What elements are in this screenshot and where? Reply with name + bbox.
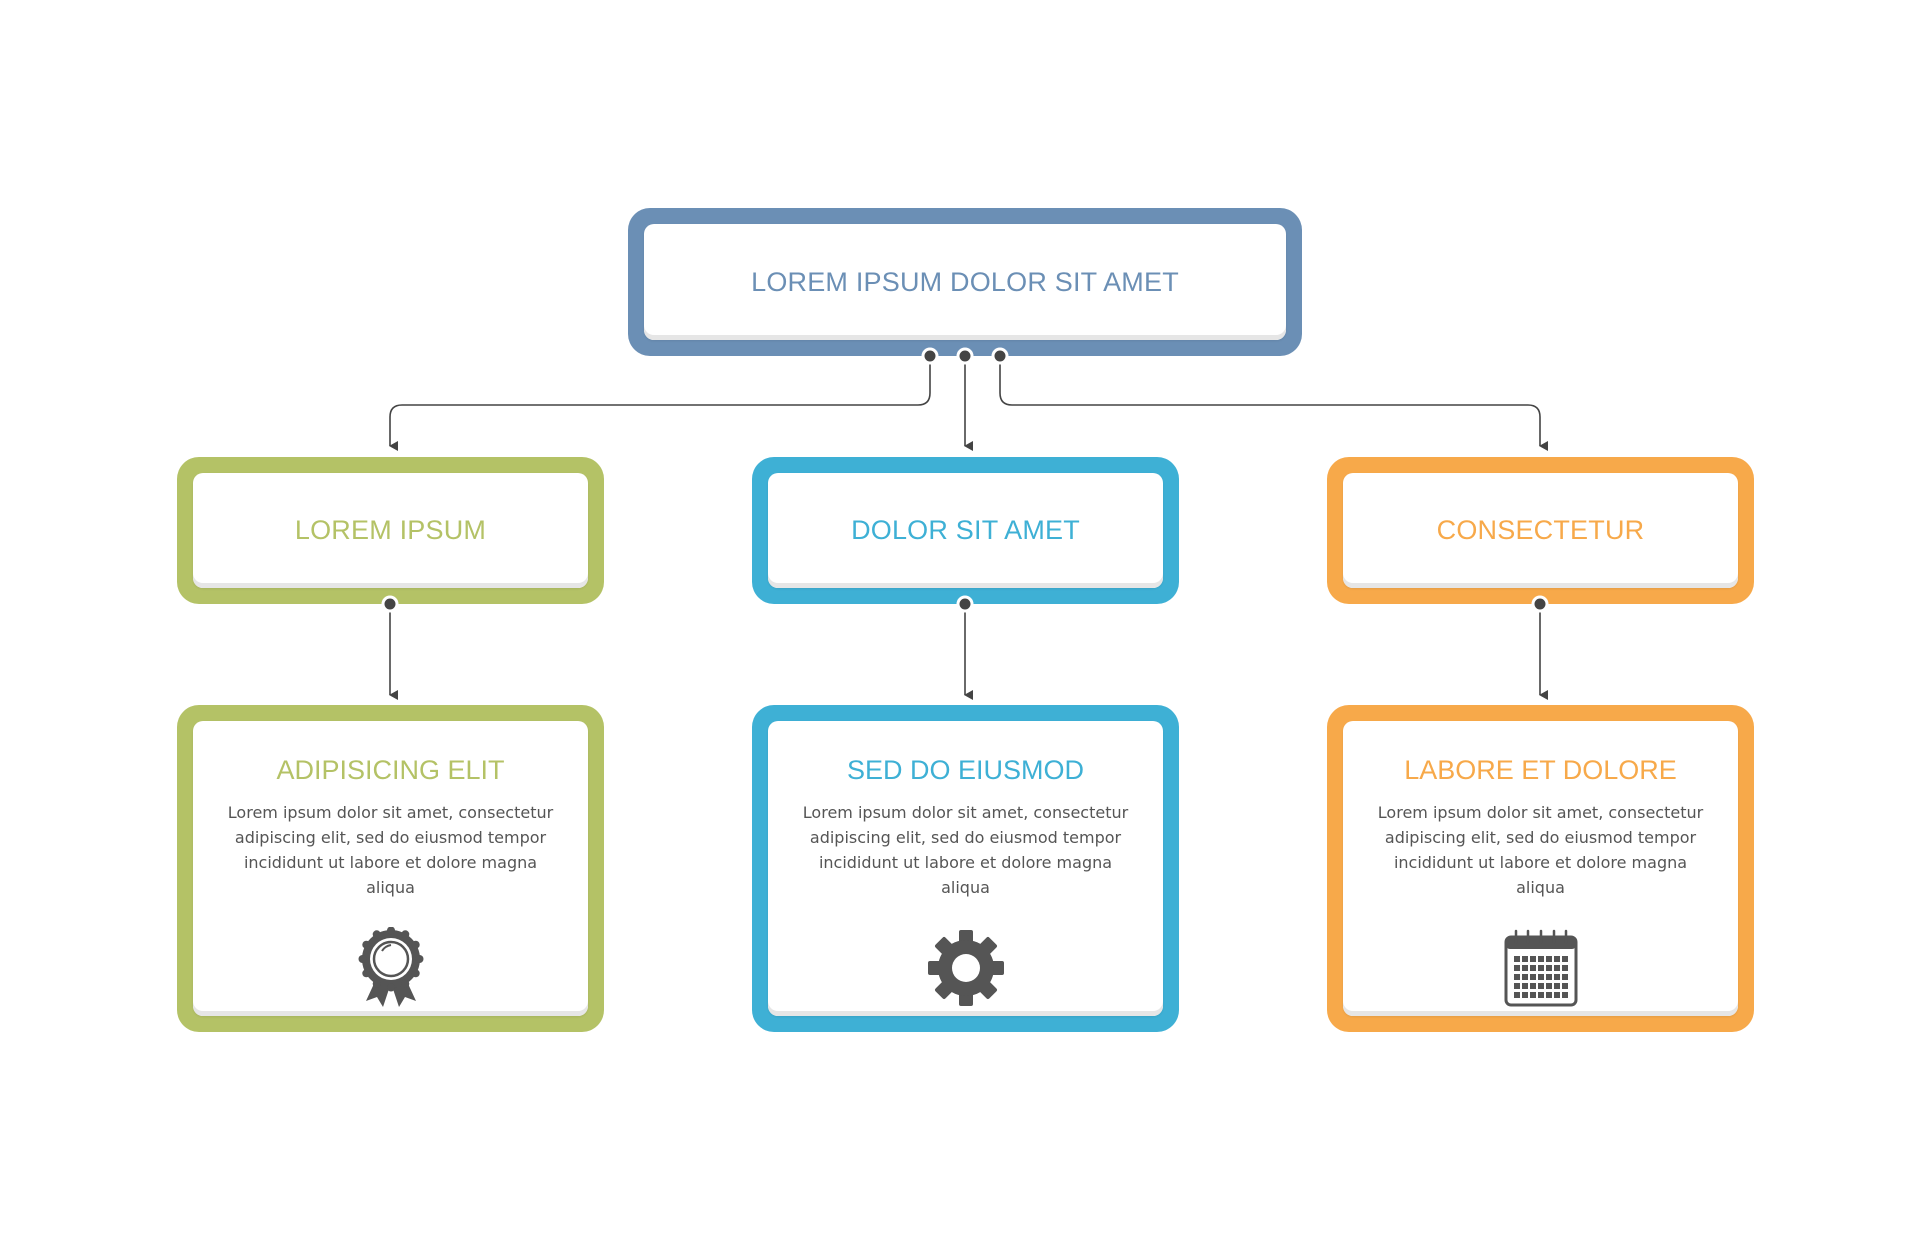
calendar-day-cell: [1513, 956, 1520, 962]
branch-box-3: CONSECTETUR: [1327, 457, 1754, 604]
branch-box-2-inner: DOLOR SIT AMET: [768, 473, 1163, 588]
calendar-day-cell: [1561, 974, 1568, 980]
calendar-day-cell: [1513, 974, 1520, 980]
calendar-day-cell: [1513, 992, 1520, 998]
calendar-day-cell: [1529, 983, 1536, 989]
detail-3-title: LABORE ET DOLORE: [1404, 755, 1677, 785]
detail-box-2-inner: SED DO EIUSMOD Lorem ipsum dolor sit ame…: [768, 721, 1163, 1016]
detail-box-2: SED DO EIUSMOD Lorem ipsum dolor sit ame…: [752, 705, 1179, 1032]
calendar-day-cell: [1545, 983, 1552, 989]
calendar-day-cell: [1521, 956, 1528, 962]
calendar-day-cell: [1529, 992, 1536, 998]
calendar-day-cell: [1553, 983, 1560, 989]
root-connector-dot-right: [991, 347, 1009, 365]
calendar-day-cell: [1553, 974, 1560, 980]
calendar-day-cell: [1521, 974, 1528, 980]
award-ribbon-icon: [349, 926, 433, 1010]
connector-root-to-branch-3: [999, 356, 1548, 451]
calendar-day-cell: [1529, 974, 1536, 980]
calendar-day-cell: [1529, 956, 1536, 962]
connector-root-to-branch-1: [389, 356, 931, 451]
calendar-day-cell: [1537, 983, 1544, 989]
detail-1-title: ADIPISICING ELIT: [276, 755, 505, 785]
calendar-day-cell: [1553, 992, 1560, 998]
calendar-icon: [1499, 926, 1583, 1010]
branch-1-title: LOREM IPSUM: [294, 515, 487, 545]
calendar-day-cell: [1521, 965, 1528, 971]
calendar-day-cell: [1529, 965, 1536, 971]
branch-box-2: DOLOR SIT AMET: [752, 457, 1179, 604]
detail-box-1-inner: ADIPISICING ELIT Lorem ipsum dolor sit a…: [193, 721, 588, 1016]
branch-3-connector-dot: [1531, 595, 1549, 613]
calendar-day-cell: [1561, 992, 1568, 998]
branch-box-1-inner: LOREM IPSUM: [193, 473, 588, 588]
detail-2-title: SED DO EIUSMOD: [846, 755, 1085, 785]
calendar-day-cell: [1537, 956, 1544, 962]
root-box: LOREM IPSUM DOLOR SIT AMET: [628, 208, 1302, 356]
calendar-day-cell: [1537, 974, 1544, 980]
calendar-day-cell: [1521, 983, 1528, 989]
calendar-day-cell: [1545, 965, 1552, 971]
detail-box-1: ADIPISICING ELIT Lorem ipsum dolor sit a…: [177, 705, 604, 1032]
branch-2-title: DOLOR SIT AMET: [851, 515, 1080, 545]
calendar-day-cell: [1537, 992, 1544, 998]
calendar-day-cell: [1545, 956, 1552, 962]
calendar-day-cell: [1537, 965, 1544, 971]
root-connector-dot-center: [956, 347, 974, 365]
branch-1-connector-dot: [381, 595, 399, 613]
detail-1-body: Lorem ipsum dolor sit amet, consectetur …: [227, 803, 554, 897]
root-box-inner: LOREM IPSUM DOLOR SIT AMET: [644, 224, 1286, 340]
calendar-day-cell: [1553, 956, 1560, 962]
calendar-day-cell: [1513, 983, 1520, 989]
root-connector-dot-left: [921, 347, 939, 365]
branch-3-title: CONSECTETUR: [1436, 515, 1645, 545]
root-title: LOREM IPSUM DOLOR SIT AMET: [751, 266, 1179, 297]
gear-icon: [924, 926, 1008, 1010]
calendar-day-cell: [1513, 965, 1520, 971]
calendar-day-cell: [1545, 974, 1552, 980]
calendar-day-cell: [1561, 983, 1568, 989]
branch-2-connector-dot: [956, 595, 974, 613]
branch-box-1: LOREM IPSUM: [177, 457, 604, 604]
calendar-day-cell: [1561, 965, 1568, 971]
detail-box-3: LABORE ET DOLORE Lorem ipsum dolor sit a…: [1327, 705, 1754, 1032]
calendar-day-cell: [1545, 992, 1552, 998]
calendar-day-cell: [1553, 965, 1560, 971]
branch-box-3-inner: CONSECTETUR: [1343, 473, 1738, 588]
calendar-day-cell: [1561, 956, 1568, 962]
calendar-day-cell: [1521, 992, 1528, 998]
detail-3-body: Lorem ipsum dolor sit amet, consectetur …: [1377, 803, 1704, 897]
detail-2-body: Lorem ipsum dolor sit amet, consectetur …: [802, 803, 1129, 897]
detail-box-3-inner: LABORE ET DOLORE Lorem ipsum dolor sit a…: [1343, 721, 1738, 1016]
